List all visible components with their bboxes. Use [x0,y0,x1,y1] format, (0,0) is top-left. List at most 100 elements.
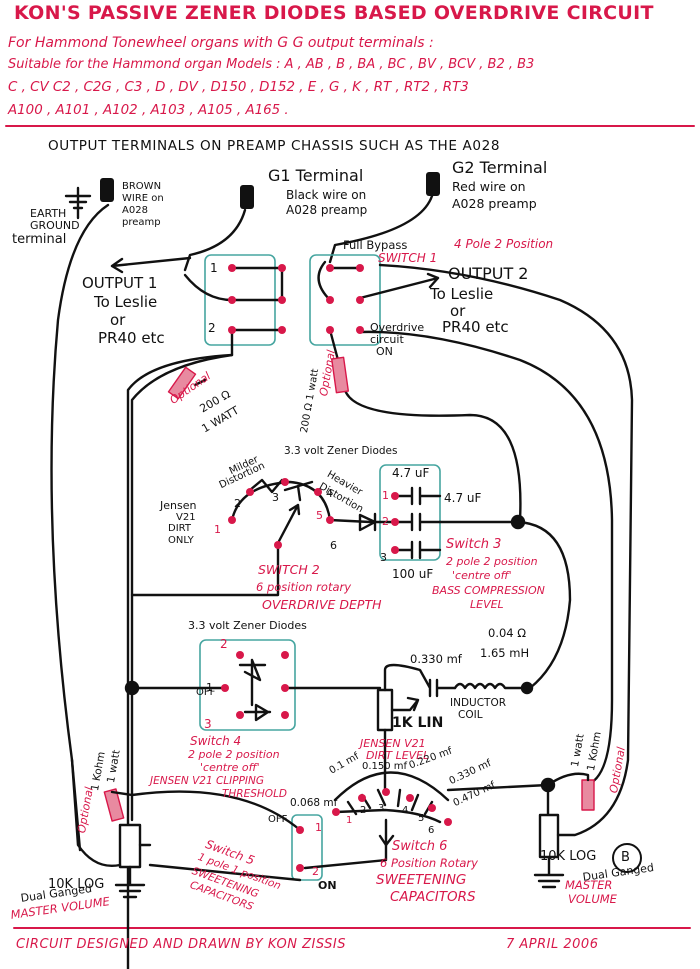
inductor-cap-label: 0.330 mf [410,652,462,666]
switch1-pos2: 2 [208,321,216,335]
cap-label-3: 100 uF [392,567,434,581]
s1-contact [326,264,334,272]
switch5-on: ON [318,879,337,892]
jensen-label-4: ONLY [168,535,194,546]
switch6-caps [346,788,434,816]
s1-contact [228,326,236,334]
s6-contact [428,804,436,812]
g1-line-1: Black wire on [286,188,367,202]
switch6-to-switch5 [303,843,388,870]
output2-line-1: To Leslie [430,285,494,303]
inductor-coil [453,682,527,690]
brown-terminal [100,178,114,202]
s1-contact [356,326,364,334]
marker-b-circle [612,843,642,873]
s1-contact [278,296,286,304]
s2-contact [228,516,236,524]
switch2-label: SWITCH 2 [258,562,320,577]
overdrive-on-1: Overdrive [370,321,425,334]
inductor-mh-label: 1.65 mH [480,646,530,660]
switch6-arc [333,771,450,802]
earth-label-2: GROUND [30,219,80,232]
switch4-body [199,639,296,731]
left-volume-pot [118,823,142,869]
switch2-pos-4: 4 [326,487,333,500]
jensen-label-3: DIRT [168,523,191,534]
s6-pos-6: 6 [428,825,435,836]
diagram-title: KON'S PASSIVE ZENER DIODES BASED OVERDRI… [14,2,654,24]
s1-contact [278,264,286,272]
subtitle-line-3: C , CV C2 , C2G , C3 , D , DV , D150 , D… [8,80,469,95]
s4-contact [281,651,289,659]
s5-contact [296,864,304,872]
g2-line-2: A028 preamp [452,196,537,211]
s3-contact [391,546,399,554]
switch1-pos1: 1 [210,261,218,275]
switch2-name: OVERDRIVE DEPTH [262,597,382,612]
switch2-series-diode [358,512,377,532]
inductor-name-1: INDUCTOR [450,697,507,709]
s1-contact [228,296,236,304]
switch3-desc-2: 'centre off' [452,569,512,582]
switch1-right-link [317,260,332,302]
switch2-desc: 6 position rotary [256,580,352,594]
switch2-pos-5: 5 [316,509,323,522]
left-resistor [167,366,197,400]
switch6-name-1: SWEETENING [376,872,467,888]
switch6-name-2: CAPACITORS [390,889,476,905]
s2-contact [314,488,322,496]
switch5-body [291,814,323,881]
switch1-contacts [230,266,362,332]
right-vol-value: 10K LOG [540,849,597,864]
dirt-pot-value: 1K LIN [392,715,444,731]
left-volume-res-lead [110,790,134,797]
s6-contact [382,788,390,796]
s6-contact [444,818,452,826]
switch1-desc: 4 Pole 2 Position [454,237,554,251]
s6-pos-2: 2 [360,805,367,816]
switch2-to-switch3 [328,518,397,524]
output1-line-1: To Leslie [94,293,158,311]
footer-credit: CIRCUIT DESIGNED AND DRAWN BY KON ZISSIS [16,937,346,952]
s1-contact [356,264,364,272]
switch3-body [379,464,441,561]
right-volume-resistor [581,779,595,811]
s1-contact [326,326,334,334]
s2-contact [281,478,289,486]
switch3-name-2: LEVEL [470,598,504,611]
output1-line-2: or [110,311,126,329]
s3-contact [391,518,399,526]
s4-contact [281,684,289,692]
junction-left-mid [124,680,140,696]
s1-contact [228,264,236,272]
switch5-pos-2: 2 [312,865,319,878]
subtitle-line-2: Suitable for the Hammond organ Models : … [8,57,535,72]
subtitle-line-4: A100 , A101 , A102 , A103 , A105 , A165 … [8,103,289,118]
output1-title: OUTPUT 1 [82,274,158,292]
switch1-label: SWITCH 1 [378,251,438,265]
switch2-pos-2: 2 [234,497,241,510]
s6-contact [358,794,366,802]
switch2-pos-6: 6 [330,539,337,552]
right-rail [358,330,614,787]
s4-contact [236,711,244,719]
switch6-wiper [378,818,395,847]
earth-wire [50,203,110,852]
switch2-pos-1: 1 [214,523,221,536]
switch3-label: Switch 3 [446,537,502,552]
brown-label-2: WIRE on [122,193,164,204]
s5-contact [296,826,304,834]
switch5-return [148,863,302,882]
s6-pos-4: 4 [402,805,409,816]
switch4-pos-2: 2 [220,637,228,651]
cap-label-2: 4.7 uF [444,491,482,505]
earth-label-3: terminal [12,232,67,247]
dirt-pot-name-2: DIRT LEVEL [366,749,430,762]
section-heading: OUTPUT TERMINALS ON PREAMP CHASSIS SUCH … [48,138,501,154]
to-right-vol [446,783,550,792]
s6-pos-5: 5 [418,813,425,824]
subtitle-line-1: For Hammond Tonewheel organs with G G ou… [8,35,434,51]
switch4-diode-lower [243,703,272,722]
switch2-diodes [248,478,314,502]
